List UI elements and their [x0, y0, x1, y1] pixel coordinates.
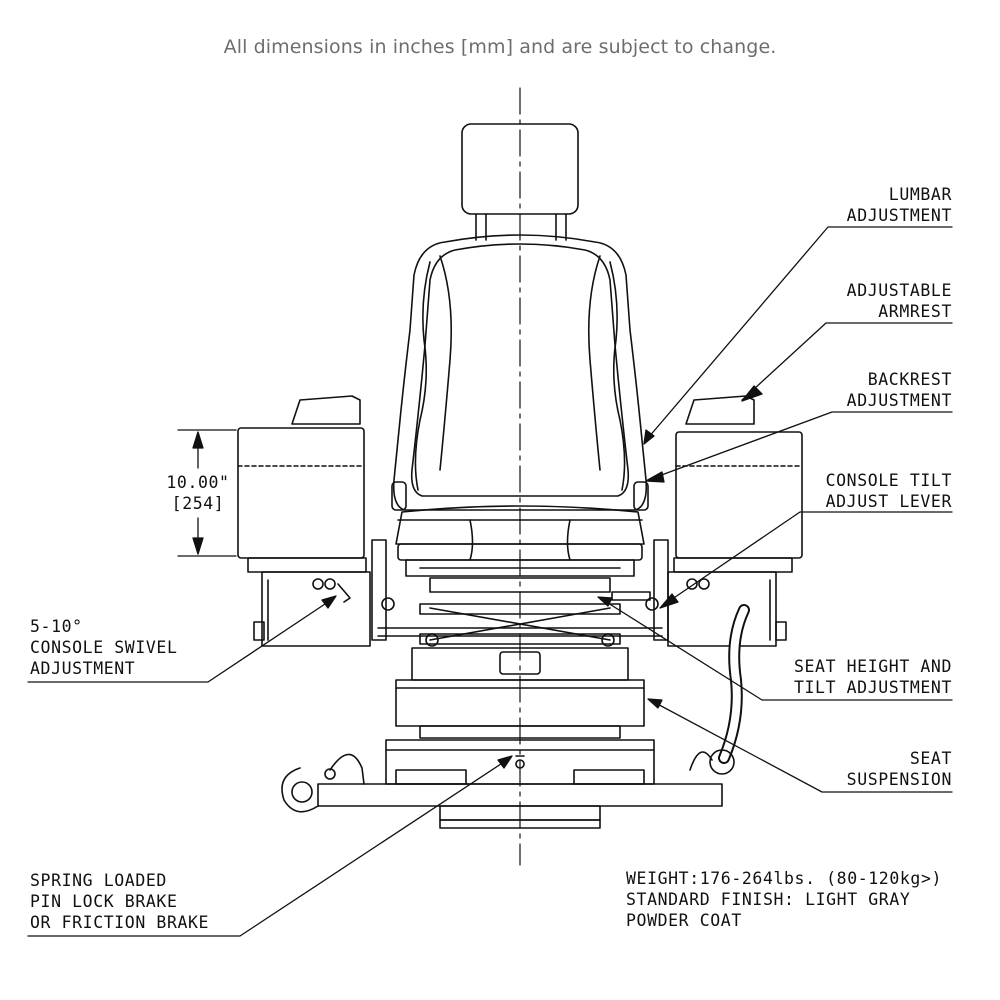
label-line: SUSPENSION [846, 770, 952, 789]
label-line: BACKREST [867, 370, 952, 389]
scissor-mechanism [377, 577, 663, 647]
dimension-line [177, 429, 237, 557]
dimension-value: 10.00" [166, 473, 230, 492]
label-line: ADJUSTMENT [846, 206, 952, 225]
leader-lines [27, 226, 953, 937]
headrest [461, 123, 579, 241]
backrest [392, 234, 648, 511]
spec-coating: POWDER COAT [626, 911, 742, 930]
dimension-label: 10.00" [254] [160, 472, 236, 514]
label-line: SEAT HEIGHT AND [793, 657, 952, 676]
seat-cushion [395, 505, 645, 577]
label-line: OR FRICTION BRAKE [30, 913, 210, 932]
label-line: 5-10° [30, 617, 83, 636]
label-line: ADJUSTMENT [30, 659, 136, 678]
label-console-tilt-lever: CONSOLE TILT ADJUST LEVER [826, 470, 952, 512]
label-line: TILT ADJUSTMENT [793, 678, 952, 697]
label-line: SPRING LOADED [30, 871, 167, 890]
specs-block: WEIGHT:176-264lbs. (80-120kg>) STANDARD … [626, 868, 942, 931]
label-brake: SPRING LOADED PIN LOCK BRAKE OR FRICTION… [30, 870, 209, 933]
label-line: ADJUSTMENT [846, 391, 952, 410]
right-side-knob [633, 481, 649, 511]
right-console [611, 395, 803, 647]
base-frame [281, 604, 750, 829]
seat-suspension-unit [395, 647, 645, 739]
dimension-metric: [254] [171, 494, 225, 513]
label-lumbar-adjustment: LUMBAR ADJUSTMENT [847, 184, 952, 226]
label-line: ARMREST [878, 302, 952, 321]
label-line: PIN LOCK BRAKE [30, 892, 178, 911]
label-line: CONSOLE TILT [825, 471, 952, 490]
label-line: LUMBAR [888, 185, 952, 204]
label-line: CONSOLE SWIVEL [30, 638, 178, 657]
label-line: SEAT [909, 749, 952, 768]
label-backrest-adjustment: BACKREST ADJUSTMENT [847, 369, 952, 411]
label-seat-height-tilt: SEAT HEIGHT AND TILT ADJUSTMENT [794, 656, 952, 698]
left-side-knob [391, 481, 407, 511]
label-line: ADJUSTABLE [846, 281, 952, 300]
header-note: All dimensions in inches [mm] and are su… [223, 36, 777, 58]
label-adjustable-armrest: ADJUSTABLE ARMREST [847, 280, 952, 322]
label-seat-suspension: SEAT SUSPENSION [847, 748, 952, 790]
label-line: ADJUST LEVER [825, 492, 952, 511]
spec-finish: STANDARD FINISH: LIGHT GRAY [626, 890, 911, 909]
label-console-swivel-adjustment: 5-10° CONSOLE SWIVEL ADJUSTMENT [30, 616, 177, 679]
left-console [237, 395, 395, 647]
spec-weight: WEIGHT:176-264lbs. (80-120kg>) [626, 869, 943, 888]
